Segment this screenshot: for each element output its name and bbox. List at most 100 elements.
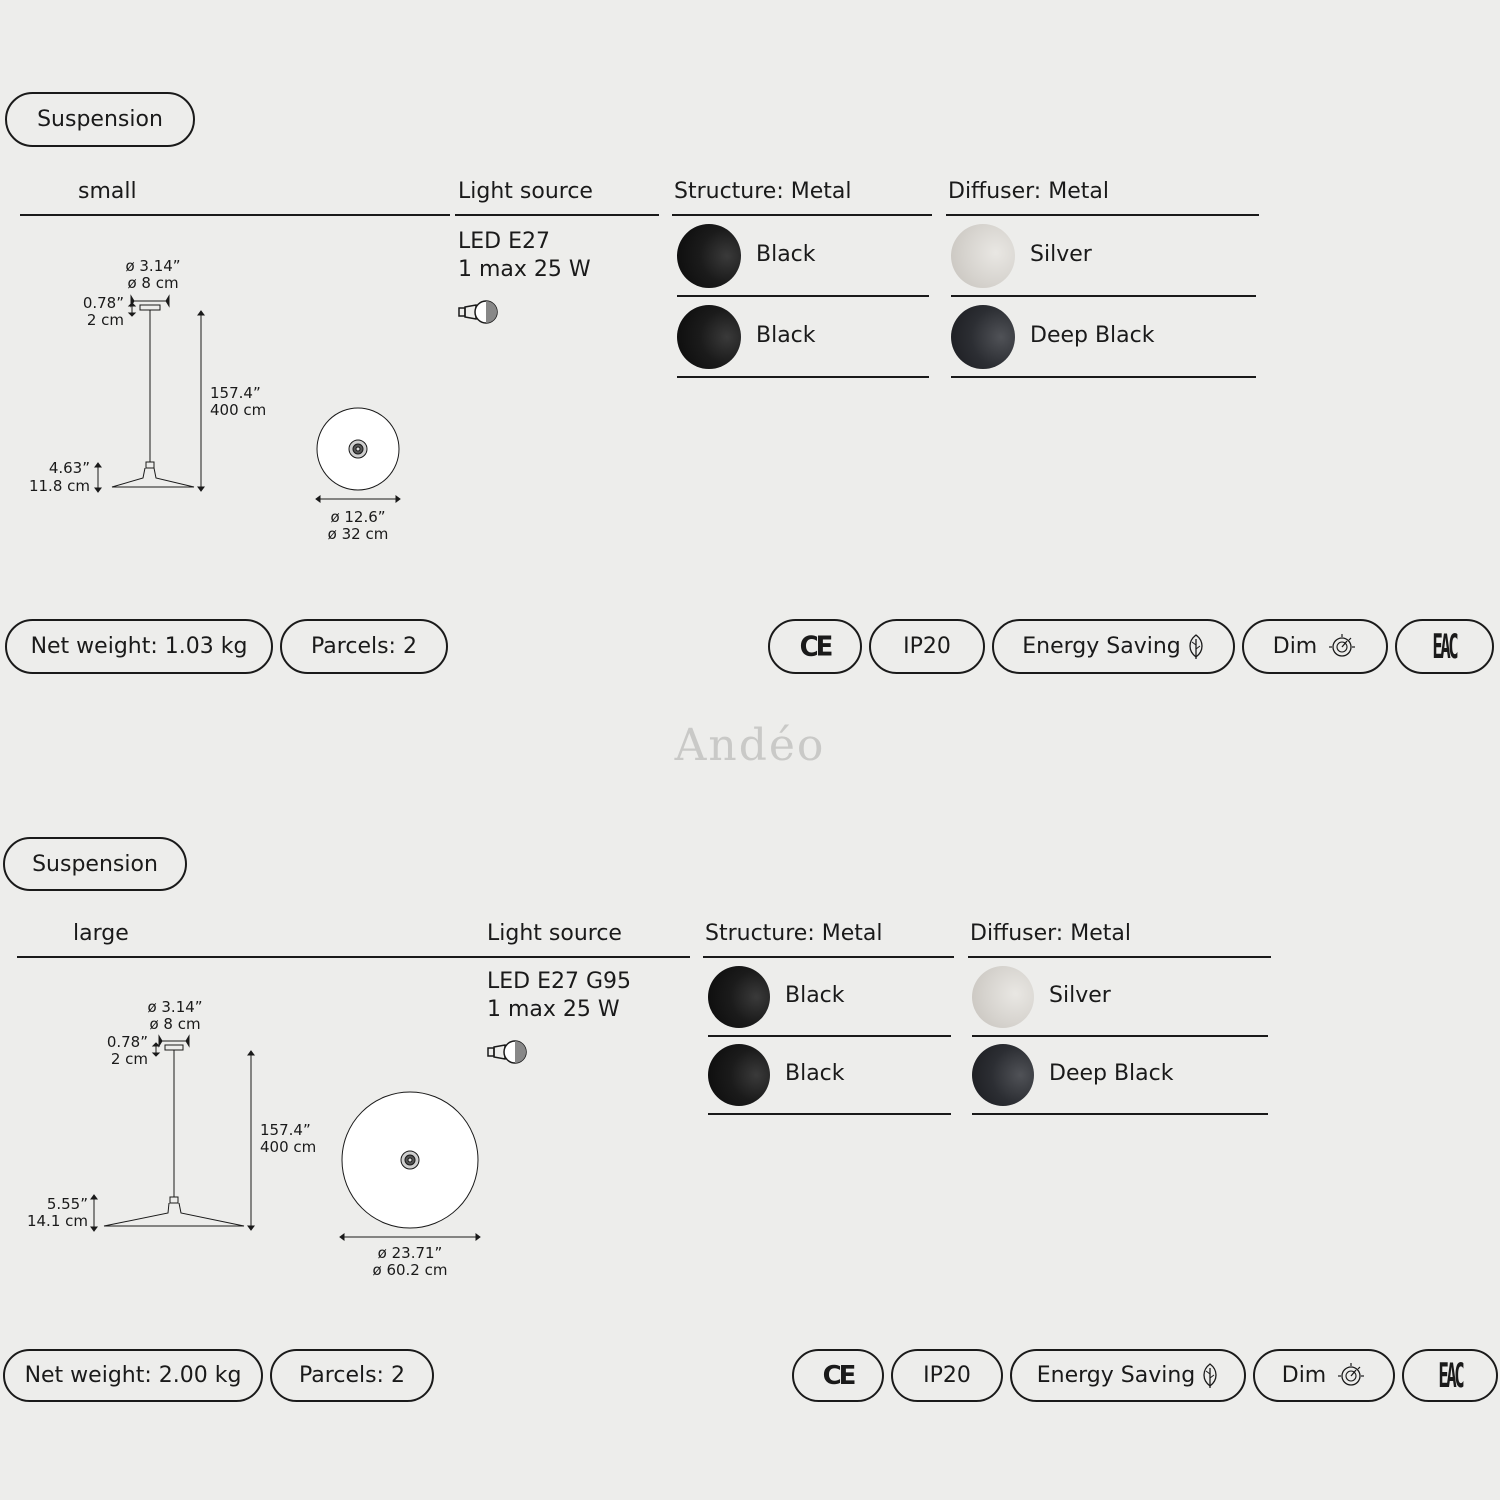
- structure-label: Black: [756, 242, 816, 267]
- diffuser-swatch-silver[interactable]: [972, 966, 1034, 1028]
- brand-watermark: Andéo: [674, 720, 826, 771]
- diffuser-row-rule: [972, 1035, 1268, 1037]
- energy-saving-label: Energy Saving: [1036, 1363, 1196, 1388]
- shade-diameter-in: ø 12.6”: [330, 508, 386, 526]
- lamp-side-drawing: [94, 294, 205, 493]
- diffuser-label: Silver: [1049, 983, 1111, 1008]
- shade-height-cm: 11.8 cm: [28, 477, 90, 495]
- ce-badge: CE: [792, 1349, 884, 1402]
- ip-rating-badge: IP20: [891, 1349, 1003, 1402]
- light-source-type: LED E27 G95: [487, 969, 632, 994]
- size-rule: [20, 214, 450, 216]
- structure-rule: [703, 956, 954, 958]
- eac-mark: EAC: [1438, 1355, 1464, 1396]
- structure-rule: [672, 214, 932, 216]
- diffuser-rule: [946, 214, 1259, 216]
- light-source-power: 1 max 25 W: [458, 257, 591, 282]
- light-source-type: LED E27: [458, 229, 550, 254]
- cable-length-cm: 400 cm: [260, 1138, 317, 1156]
- structure-swatch-black[interactable]: [708, 966, 770, 1028]
- canopy-diameter-in: ø 3.14”: [147, 998, 203, 1016]
- dimmer-icon: [1329, 633, 1356, 657]
- canopy-height-in: 0.78”: [106, 1033, 148, 1051]
- ce-mark: CE: [799, 630, 834, 663]
- diffuser-swatch-deep-black[interactable]: [972, 1044, 1034, 1106]
- shade-diameter-cm: ø 32 cm: [327, 525, 389, 543]
- canopy-height-in: 0.78”: [82, 294, 124, 312]
- energy-saving-badge: Energy Saving: [1010, 1349, 1246, 1402]
- structure-row-rule: [708, 1035, 951, 1037]
- structure-label: Black: [756, 323, 816, 348]
- light-source-heading: Light source: [458, 179, 593, 204]
- dimmable-label: Dim: [1281, 1363, 1327, 1388]
- shade-diameter-in: ø 23.71”: [377, 1244, 443, 1262]
- structure-swatch-black[interactable]: [708, 1044, 770, 1106]
- structure-row-rule: [677, 295, 929, 297]
- light-source-rule: [455, 214, 659, 216]
- bulb-icon: [458, 300, 498, 324]
- structure-heading: Structure: Metal: [705, 921, 883, 946]
- energy-saving-badge: Energy Saving: [992, 619, 1235, 674]
- lamp-top-view-drawing: [339, 1091, 481, 1241]
- diffuser-heading: Diffuser: Metal: [970, 921, 1131, 946]
- canopy-height-cm: 2 cm: [110, 1050, 148, 1068]
- canopy-diameter-cm: ø 8 cm: [127, 274, 179, 292]
- diffuser-heading: Diffuser: Metal: [948, 179, 1109, 204]
- structure-label: Black: [785, 1061, 845, 1086]
- size-rule: [17, 956, 485, 958]
- shade-diameter-cm: ø 60.2 cm: [372, 1261, 448, 1279]
- dimmer-icon: [1338, 1362, 1365, 1386]
- ce-mark: CE: [822, 1360, 857, 1391]
- light-source-rule: [485, 956, 690, 958]
- structure-swatch-black[interactable]: [677, 224, 741, 288]
- structure-swatch-black[interactable]: [677, 305, 741, 369]
- product-section-small: Suspension small Light source LED E27 1 …: [0, 0, 1500, 700]
- diffuser-row-rule: [972, 1113, 1268, 1115]
- leaf-icon: [1203, 1362, 1217, 1388]
- parcels-badge: Parcels: 2: [280, 619, 448, 674]
- structure-heading: Structure: Metal: [674, 179, 852, 204]
- dimmable-badge: Dim: [1253, 1349, 1395, 1402]
- diffuser-row-rule: [951, 376, 1256, 378]
- ip-rating-badge: IP20: [869, 619, 985, 674]
- shade-height-in: 5.55”: [46, 1195, 88, 1213]
- diffuser-swatch-silver[interactable]: [951, 224, 1015, 288]
- dimmable-label: Dim: [1272, 634, 1318, 659]
- canopy-diameter-cm: ø 8 cm: [149, 1015, 201, 1033]
- eac-badge: EAC: [1395, 619, 1494, 674]
- diffuser-label: Deep Black: [1030, 323, 1155, 348]
- bulb-icon: [487, 1040, 527, 1064]
- diffuser-rule: [968, 956, 1271, 958]
- eac-badge: EAC: [1402, 1349, 1498, 1402]
- diffuser-label: Deep Black: [1049, 1061, 1174, 1086]
- suspension-badge: Suspension: [3, 837, 187, 891]
- shade-height-cm: 14.1 cm: [26, 1212, 88, 1230]
- diffuser-swatch-deep-black[interactable]: [951, 305, 1015, 369]
- suspension-badge: Suspension: [5, 92, 195, 147]
- size-label: small: [78, 179, 137, 204]
- energy-saving-label: Energy Saving: [1022, 634, 1181, 659]
- shade-height-in: 4.63”: [48, 459, 90, 477]
- eac-mark: EAC: [1432, 626, 1459, 667]
- lamp-side-drawing: [90, 1034, 255, 1232]
- lamp-top-view-drawing: [315, 407, 401, 503]
- canopy-height-cm: 2 cm: [86, 311, 124, 329]
- net-weight-badge: Net weight: 1.03 kg: [5, 619, 273, 674]
- canopy-diameter-in: ø 3.14”: [125, 257, 181, 275]
- diffuser-label: Silver: [1030, 242, 1092, 267]
- diffuser-row-rule: [951, 295, 1256, 297]
- cable-length-cm: 400 cm: [210, 401, 267, 419]
- dimmable-badge: Dim: [1242, 619, 1388, 674]
- parcels-badge: Parcels: 2: [270, 1349, 434, 1402]
- cable-length-in: 157.4”: [260, 1121, 311, 1139]
- leaf-icon: [1189, 633, 1203, 659]
- size-label: large: [73, 921, 129, 946]
- light-source-power: 1 max 25 W: [487, 997, 620, 1022]
- ce-badge: CE: [768, 619, 862, 674]
- structure-row-rule: [708, 1113, 951, 1115]
- cable-length-in: 157.4”: [210, 384, 261, 402]
- structure-row-rule: [677, 376, 929, 378]
- light-source-heading: Light source: [487, 921, 622, 946]
- net-weight-badge: Net weight: 2.00 kg: [3, 1349, 263, 1402]
- structure-label: Black: [785, 983, 845, 1008]
